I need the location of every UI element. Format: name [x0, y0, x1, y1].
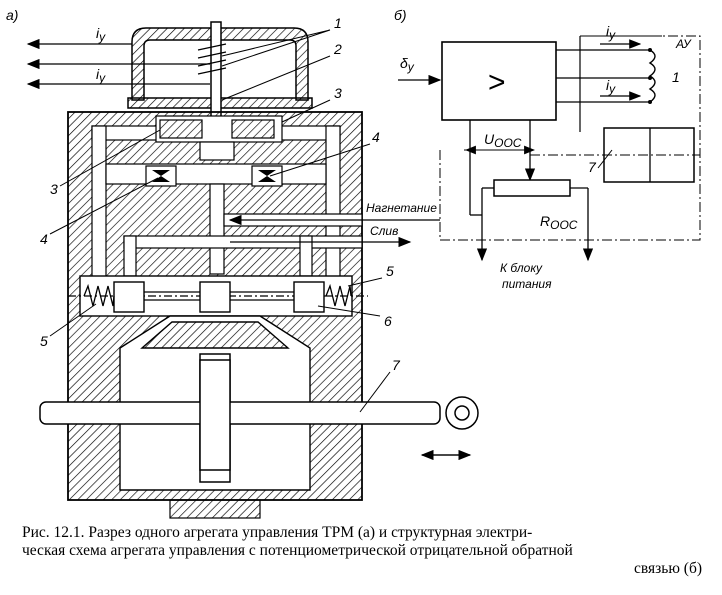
output-rod [39, 401, 441, 425]
spool-land-right [293, 281, 325, 313]
spool-land-center [199, 281, 231, 313]
inject-label: Нагнетание [366, 201, 437, 215]
panel-a-cutaway: а) iу iу [6, 7, 479, 519]
callout-6: 6 [384, 313, 392, 329]
amplifier-block [441, 41, 557, 121]
sensor-callout: 7 [588, 159, 597, 175]
callout-1: 1 [334, 15, 342, 31]
au-enclosure [439, 35, 701, 241]
roos-label: RООС [540, 213, 578, 232]
power-label-line1: К блоку [500, 261, 543, 275]
au-coil [648, 49, 656, 103]
throttle-left [145, 165, 177, 187]
panel-a-letter: а) [6, 7, 18, 23]
current-label-top: iу [96, 25, 106, 44]
figure-caption: Рис. 12.1. Разрез одного агрегата управл… [22, 524, 702, 578]
callout-5-left: 5 [40, 333, 48, 349]
callout-7: 7 [392, 357, 401, 373]
nozzle-right [231, 119, 275, 139]
nozzle-left [159, 119, 203, 139]
panel-b-schematic: б) δу > iу iу АУ 1 UООС [394, 7, 701, 291]
throttle-right [251, 165, 283, 187]
figure-12-1: а) iу iу [6, 7, 701, 519]
callout-3-top: 3 [334, 85, 342, 101]
spool-land-left [113, 281, 145, 313]
amplifier-symbol: > [488, 66, 506, 99]
callout-4-left: 4 [40, 231, 48, 247]
drain-label: Слив [370, 224, 398, 238]
input-label: δу [400, 55, 415, 74]
callout-3-left: 3 [50, 181, 58, 197]
coil-callout: 1 [672, 69, 680, 85]
out-current-top-label: iу [606, 23, 616, 42]
coil-windings [197, 43, 227, 75]
power-label-line2: питания [502, 277, 552, 291]
current-label-mid: iу [96, 66, 106, 85]
callout-2: 2 [333, 41, 342, 57]
wedge [140, 321, 290, 349]
callout-5-right: 5 [386, 263, 394, 279]
caption-line-2: ческая схема агрегата управления с потен… [22, 542, 573, 559]
spring-left [83, 283, 115, 307]
uoos-label: UООС [484, 131, 522, 150]
out-current-bot-label: iу [606, 77, 616, 96]
callout-4-right: 4 [372, 129, 380, 145]
feedback-potentiometer [493, 179, 571, 197]
caption-line-3: связью (б) [634, 560, 702, 577]
au-label: АУ [675, 37, 692, 51]
caption-line-1: Рис. 12.1. Разрез одного агрегата управл… [22, 524, 533, 541]
base-mount [169, 499, 261, 519]
panel-b-letter: б) [394, 7, 407, 23]
